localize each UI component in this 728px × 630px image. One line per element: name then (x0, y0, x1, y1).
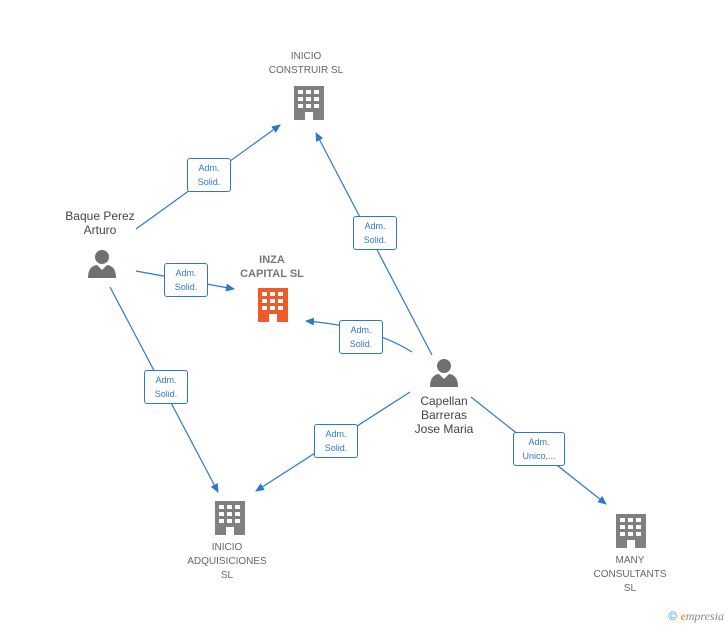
company-name-line: MANY (615, 555, 645, 566)
person-icon (430, 359, 458, 387)
company-name-line: CONSTRUIR SL (268, 65, 344, 76)
empresia-logo: empresia (680, 609, 724, 623)
company-name-line: SL (623, 583, 637, 594)
company-name-line: INICIO (290, 51, 322, 62)
edge-label-line: Solid. (174, 282, 198, 292)
edge-label-line: Solid. (349, 339, 373, 349)
company-name-line: INICIO (211, 542, 243, 553)
edge-label-line: Solid. (363, 235, 387, 245)
edge-label-baque-inza[interactable]: Adm. Solid. (164, 263, 208, 297)
edge-label-line: Adm. (198, 163, 220, 173)
edge-label-line: Adm. (155, 375, 177, 385)
edge-label-line: Adm. (325, 429, 347, 439)
person-name-line: Barreras (420, 408, 467, 422)
edge-label-line: Adm. (528, 437, 550, 447)
company-many-consultants-label[interactable]: MANY CONSULTANTS SL (580, 554, 680, 596)
edge-label-line: Adm. (350, 325, 372, 335)
edge-label-baque-construir[interactable]: Adm. Solid. (187, 158, 231, 192)
building-icon (258, 288, 288, 322)
person-name-line: Baque Perez (65, 209, 135, 223)
person-name-line: Capellan (420, 394, 468, 408)
person-icon (88, 250, 116, 278)
company-name-line: INZA (259, 254, 285, 266)
company-name-line: CAPITAL SL (240, 268, 304, 280)
edge-label-line: Solid. (154, 389, 178, 399)
building-icon (215, 501, 245, 535)
company-inicio-adquisiciones-label[interactable]: INICIO ADQUISICIONES SL (177, 541, 277, 583)
edge-label-line: Adm. (364, 221, 386, 231)
company-inicio-construir-label[interactable]: INICIO CONSTRUIR SL (256, 50, 356, 78)
person-baque-perez-label[interactable]: Baque Perez Arturo (50, 209, 150, 237)
company-name-line: ADQUISICIONES (187, 556, 267, 567)
edge-label-capellan-inza[interactable]: Adm. Solid. (339, 320, 383, 354)
person-name-line: Jose Maria (414, 422, 474, 436)
company-name-line: CONSULTANTS (593, 569, 667, 580)
edge-label-line: Unico,... (522, 451, 556, 461)
building-icon (616, 514, 646, 548)
edge-label-baque-adquisiciones[interactable]: Adm. Solid. (144, 370, 188, 404)
company-name-line: SL (220, 570, 234, 581)
copyright-icon: © (668, 609, 678, 623)
person-name-line: Arturo (83, 223, 117, 237)
person-capellan-label[interactable]: Capellan Barreras Jose Maria (394, 394, 494, 436)
edge-label-line: Adm. (175, 268, 197, 278)
company-inza-capital-label[interactable]: INZA CAPITAL SL (222, 253, 322, 281)
footer-brand[interactable]: © empresia (668, 609, 724, 624)
edge-label-capellan-many[interactable]: Adm. Unico,... (513, 432, 565, 466)
edge-label-line: Solid. (197, 177, 221, 187)
edge-label-capellan-construir[interactable]: Adm. Solid. (353, 216, 397, 250)
building-icon (294, 86, 324, 120)
edge-label-capellan-adquisiciones[interactable]: Adm. Solid. (314, 424, 358, 458)
edge-label-line: Solid. (324, 443, 348, 453)
